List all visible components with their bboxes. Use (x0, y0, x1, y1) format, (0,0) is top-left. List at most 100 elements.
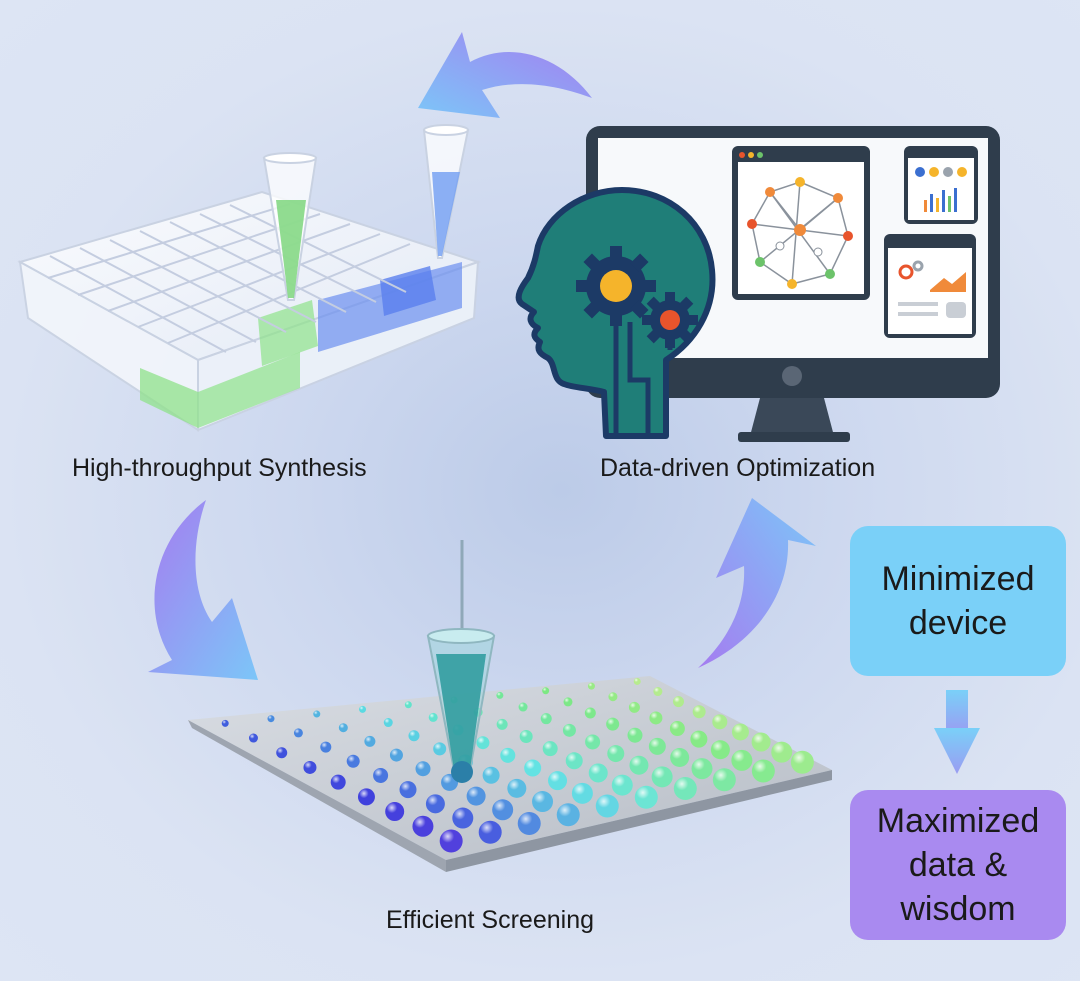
maximized-data-box: Maximized data & wisdom (850, 790, 1066, 940)
droplet-highlight (653, 687, 663, 697)
droplet-highlight (383, 718, 393, 728)
droplet-highlight (303, 760, 317, 774)
droplet-highlight (670, 747, 690, 767)
droplet-highlight (507, 778, 527, 798)
droplet-highlight (293, 728, 303, 738)
droplet-highlight (606, 717, 620, 731)
droplet-highlight (364, 735, 376, 747)
droplet-highlight (466, 786, 486, 806)
droplet-highlight (548, 771, 568, 791)
droplet-highlight (496, 691, 504, 699)
optimization-label: Data-driven Optimization (600, 454, 876, 482)
droplet-highlight (433, 742, 447, 756)
droplet-highlight (584, 707, 596, 719)
box-line: data & (908, 846, 1008, 884)
droplet-highlight (359, 705, 367, 713)
cycle-arrow-icon (148, 500, 258, 680)
droplet-highlight (571, 782, 593, 804)
droplet-highlight (690, 730, 708, 748)
droplet-highlight (482, 766, 500, 784)
droplet-highlight (399, 781, 417, 799)
down-arrow-icon (934, 690, 980, 774)
droplet-highlight (517, 811, 541, 835)
droplet-highlight (565, 752, 583, 770)
droplet-highlight (357, 788, 375, 806)
pipette-icon (422, 124, 470, 259)
droplet-highlight (276, 747, 288, 759)
pipette-icon (262, 152, 318, 301)
droplet-highlight (563, 697, 573, 707)
droplet-highlight (267, 715, 275, 723)
droplet-highlight (556, 803, 580, 827)
pipette-icon (426, 540, 496, 783)
droplet-highlight (478, 820, 502, 844)
droplet-highlight (542, 741, 558, 757)
droplet-highlight (500, 747, 516, 763)
droplet-highlight (346, 754, 360, 768)
droplet-highlight (611, 774, 633, 796)
droplet-highlight (562, 723, 576, 737)
droplet-highlight (338, 723, 348, 733)
droplet-highlight (627, 727, 643, 743)
droplet-highlight (532, 791, 554, 813)
droplet-highlight (608, 692, 618, 702)
droplet-highlight (524, 759, 542, 777)
droplet-highlight (476, 736, 490, 750)
droplet-highlight (673, 696, 685, 708)
droplet-highlight (628, 701, 640, 713)
droplet-highlight (634, 785, 658, 809)
box-line: device (908, 604, 1008, 642)
droplet-highlight (439, 829, 463, 853)
droplet-highlight (669, 721, 685, 737)
droplet-highlight (415, 761, 431, 777)
droplet-highlight (710, 740, 730, 760)
head-gears-icon (515, 187, 716, 439)
screening-label: Efficient Screening (386, 906, 594, 934)
droplet-highlight (673, 776, 697, 800)
droplet-highlight (492, 799, 514, 821)
well-plate-icon (17, 190, 482, 432)
droplet-highlight (751, 759, 775, 783)
droplet-highlight (540, 713, 552, 725)
droplet-highlight (408, 730, 420, 742)
synthesis-label: High-throughput Synthesis (72, 454, 367, 482)
droplet-highlight (712, 768, 736, 792)
box-line: Minimized (881, 560, 1035, 598)
minimized-device-box: Minimized device (850, 526, 1066, 676)
droplet-highlight (385, 802, 405, 822)
droplet-array-icon (188, 676, 832, 872)
droplet-highlight (588, 763, 608, 783)
droplet-highlight (585, 734, 601, 750)
droplet-highlight (751, 732, 771, 752)
droplet-highlight (629, 755, 649, 775)
droplet-highlight (651, 766, 673, 788)
droplet-highlight (790, 750, 814, 774)
droplet-highlight (221, 719, 229, 727)
droplet-highlight (692, 705, 706, 719)
droplet-highlight (587, 682, 595, 690)
cycle-arrow-icon (418, 32, 592, 118)
box-line: Maximized (876, 802, 1040, 840)
droplet-highlight (373, 767, 389, 783)
droplet-highlight (542, 687, 550, 695)
droplet-highlight (607, 745, 625, 763)
droplet-highlight (320, 741, 332, 753)
droplet-highlight (412, 815, 434, 837)
droplet-highlight (731, 723, 749, 741)
droplet-highlight (731, 749, 753, 771)
droplet-highlight (452, 807, 474, 829)
droplet-highlight (404, 701, 412, 709)
droplet-highlight (649, 711, 663, 725)
droplet-highlight (389, 748, 403, 762)
droplet-highlight (518, 702, 528, 712)
droplet-highlight (771, 741, 793, 763)
box-line: wisdom (900, 890, 1016, 928)
cycle-arrow-icon (698, 498, 816, 668)
droplet-highlight (496, 718, 508, 730)
droplet-highlight (313, 710, 321, 718)
droplet-highlight (330, 774, 346, 790)
droplet-highlight (595, 794, 619, 818)
droplet-highlight (519, 730, 533, 744)
